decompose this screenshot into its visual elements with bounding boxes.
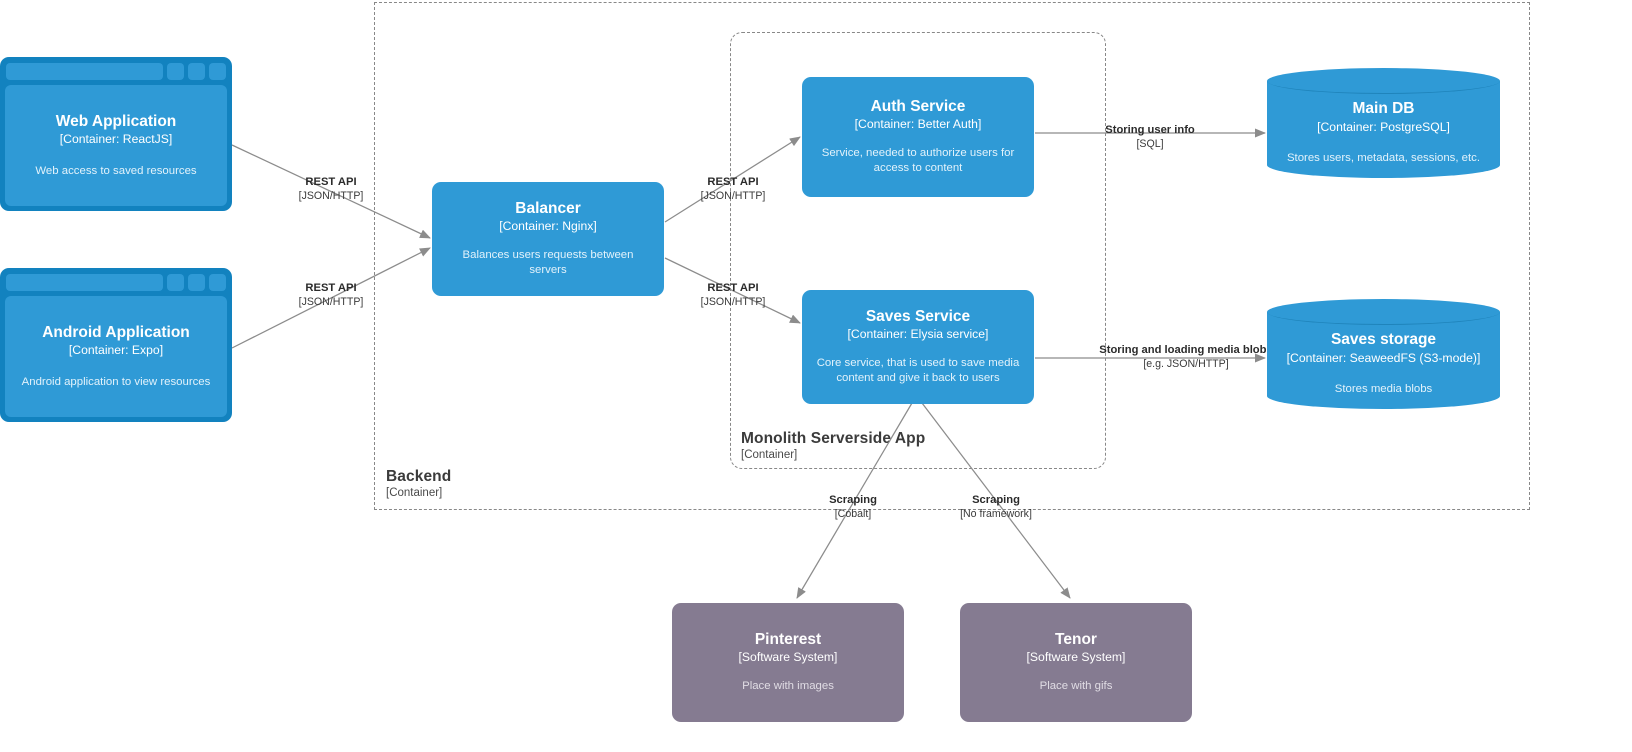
node-title: Android Application — [42, 323, 190, 341]
browser-button-3-icon — [209, 63, 226, 80]
browser-chrome — [5, 63, 227, 80]
edge-label-auth-to-maindb: Storing user info [SQL] — [1090, 124, 1210, 151]
node-title: Balancer — [515, 199, 581, 217]
node-tech: [Container: Elysia service] — [847, 327, 989, 342]
node-web-application[interactable]: Web Application [Container: ReactJS] Web… — [0, 57, 232, 211]
node-tech: [Container: Better Auth] — [854, 117, 982, 132]
node-desc: Web access to saved resources — [35, 164, 197, 177]
edge-label-saves-to-pinterest: Scraping [Cobalt] — [792, 494, 914, 521]
browser-button-2-icon — [188, 274, 205, 291]
boundary-backend-type: [Container] — [386, 487, 443, 500]
edge-label-android-to-balancer: REST API [JSON/HTTP] — [270, 282, 392, 309]
node-tech: [Software System] — [738, 650, 838, 665]
edge-label-tech: [JSON/HTTP] — [700, 189, 766, 202]
node-desc: Core service, that is used to save media… — [816, 357, 1020, 385]
node-auth-service[interactable]: Auth Service [Container: Better Auth] Se… — [802, 77, 1034, 197]
node-desc: Place with gifs — [1039, 680, 1113, 693]
edge-label-tech: [JSON/HTTP] — [298, 295, 364, 308]
node-title: Tenor — [1055, 630, 1097, 648]
edge-label-name: REST API — [305, 282, 357, 294]
node-desc: Service, needed to authorize users for a… — [821, 147, 1015, 175]
edge-label-tech: [JSON/HTTP] — [298, 189, 364, 202]
node-web-application-body: Web Application [Container: ReactJS] Web… — [5, 85, 227, 206]
node-tenor[interactable]: Tenor [Software System] Place with gifs — [960, 603, 1192, 722]
node-pinterest[interactable]: Pinterest [Software System] Place with i… — [672, 603, 904, 722]
node-title: Main DB — [1352, 100, 1415, 118]
node-title: Web Application — [55, 112, 177, 130]
node-tech: [Container: PostgreSQL] — [1317, 119, 1450, 134]
node-saves-service[interactable]: Saves Service [Container: Elysia service… — [802, 290, 1034, 404]
cylinder-body — [1267, 312, 1500, 396]
boundary-monolith-name: Monolith Serverside App — [741, 430, 926, 447]
edge-label-balancer-to-saves: REST API [JSON/HTTP] — [672, 282, 794, 309]
node-title: Saves Service — [865, 307, 971, 325]
browser-button-1-icon — [167, 274, 184, 291]
edge-label-balancer-to-auth: REST API [JSON/HTTP] — [672, 176, 794, 203]
node-main-db[interactable]: Main DB [Container: PostgreSQL] Stores u… — [1267, 68, 1500, 178]
edge-label-name: Storing user info — [1105, 124, 1195, 136]
boundary-backend-label: Backend [Container] — [386, 468, 451, 501]
edge-label-tech: [No framework] — [960, 507, 1032, 520]
edge-label-saves-to-tenor: Scraping [No framework] — [934, 494, 1058, 521]
edge-label-name: Scraping — [829, 494, 877, 506]
node-tech: [Software System] — [1026, 650, 1126, 665]
browser-button-2-icon — [188, 63, 205, 80]
node-tech: [Container: ReactJS] — [59, 132, 173, 147]
edge-label-name: Scraping — [972, 494, 1020, 506]
node-title: Auth Service — [870, 97, 966, 115]
node-android-application[interactable]: Android Application [Container: Expo] An… — [0, 268, 232, 422]
browser-button-1-icon — [167, 63, 184, 80]
edge-label-tech: [e.g. JSON/HTTP] — [1143, 357, 1229, 370]
edge-label-saves-to-storage: Storing and loading media blobs [e.g. JS… — [1070, 344, 1302, 371]
edge-label-tech: [SQL] — [1136, 137, 1164, 150]
edge-label-web-to-balancer: REST API [JSON/HTTP] — [270, 176, 392, 203]
node-tech: [Container: Expo] — [68, 343, 164, 358]
node-desc: Place with images — [742, 680, 834, 693]
node-title: Pinterest — [754, 630, 822, 648]
browser-chrome — [5, 274, 227, 291]
browser-urlbar — [6, 63, 163, 80]
node-desc: Stores media blobs — [1334, 383, 1433, 395]
boundary-monolith-label: Monolith Serverside App [Container] — [741, 430, 925, 463]
edge-label-tech: [Cobalt] — [834, 507, 872, 520]
boundary-monolith — [730, 32, 1106, 469]
node-tech: [Container: SeaweedFS (S3-mode)] — [1286, 350, 1481, 365]
cylinder-top — [1267, 68, 1500, 94]
node-tech: [Container: Nginx] — [499, 219, 597, 234]
node-desc: Stores users, metadata, sessions, etc. — [1286, 152, 1481, 164]
node-saves-storage-body: Saves storage [Container: SeaweedFS (S3-… — [1267, 325, 1500, 403]
browser-button-3-icon — [209, 274, 226, 291]
node-title: Saves storage — [1330, 331, 1437, 349]
browser-urlbar — [6, 274, 163, 291]
node-balancer[interactable]: Balancer [Container: Nginx] Balances use… — [432, 182, 664, 296]
node-android-application-body: Android Application [Container: Expo] An… — [5, 296, 227, 417]
edge-label-tech: [JSON/HTTP] — [700, 295, 766, 308]
edge-label-name: Storing and loading media blobs — [1099, 344, 1273, 356]
edge-label-name: REST API — [707, 282, 759, 294]
edge-label-name: REST API — [707, 176, 759, 188]
node-desc: Balances users requests between servers — [462, 249, 634, 277]
node-desc: Android application to view resources — [21, 375, 211, 388]
node-saves-storage[interactable]: Saves storage [Container: SeaweedFS (S3-… — [1267, 299, 1500, 409]
boundary-backend-name: Backend — [386, 468, 452, 485]
boundary-monolith-type: [Container] — [741, 449, 798, 462]
node-main-db-body: Main DB [Container: PostgreSQL] Stores u… — [1267, 94, 1500, 172]
cylinder-body — [1267, 81, 1500, 165]
edge-label-name: REST API — [305, 176, 357, 188]
cylinder-top — [1267, 299, 1500, 325]
